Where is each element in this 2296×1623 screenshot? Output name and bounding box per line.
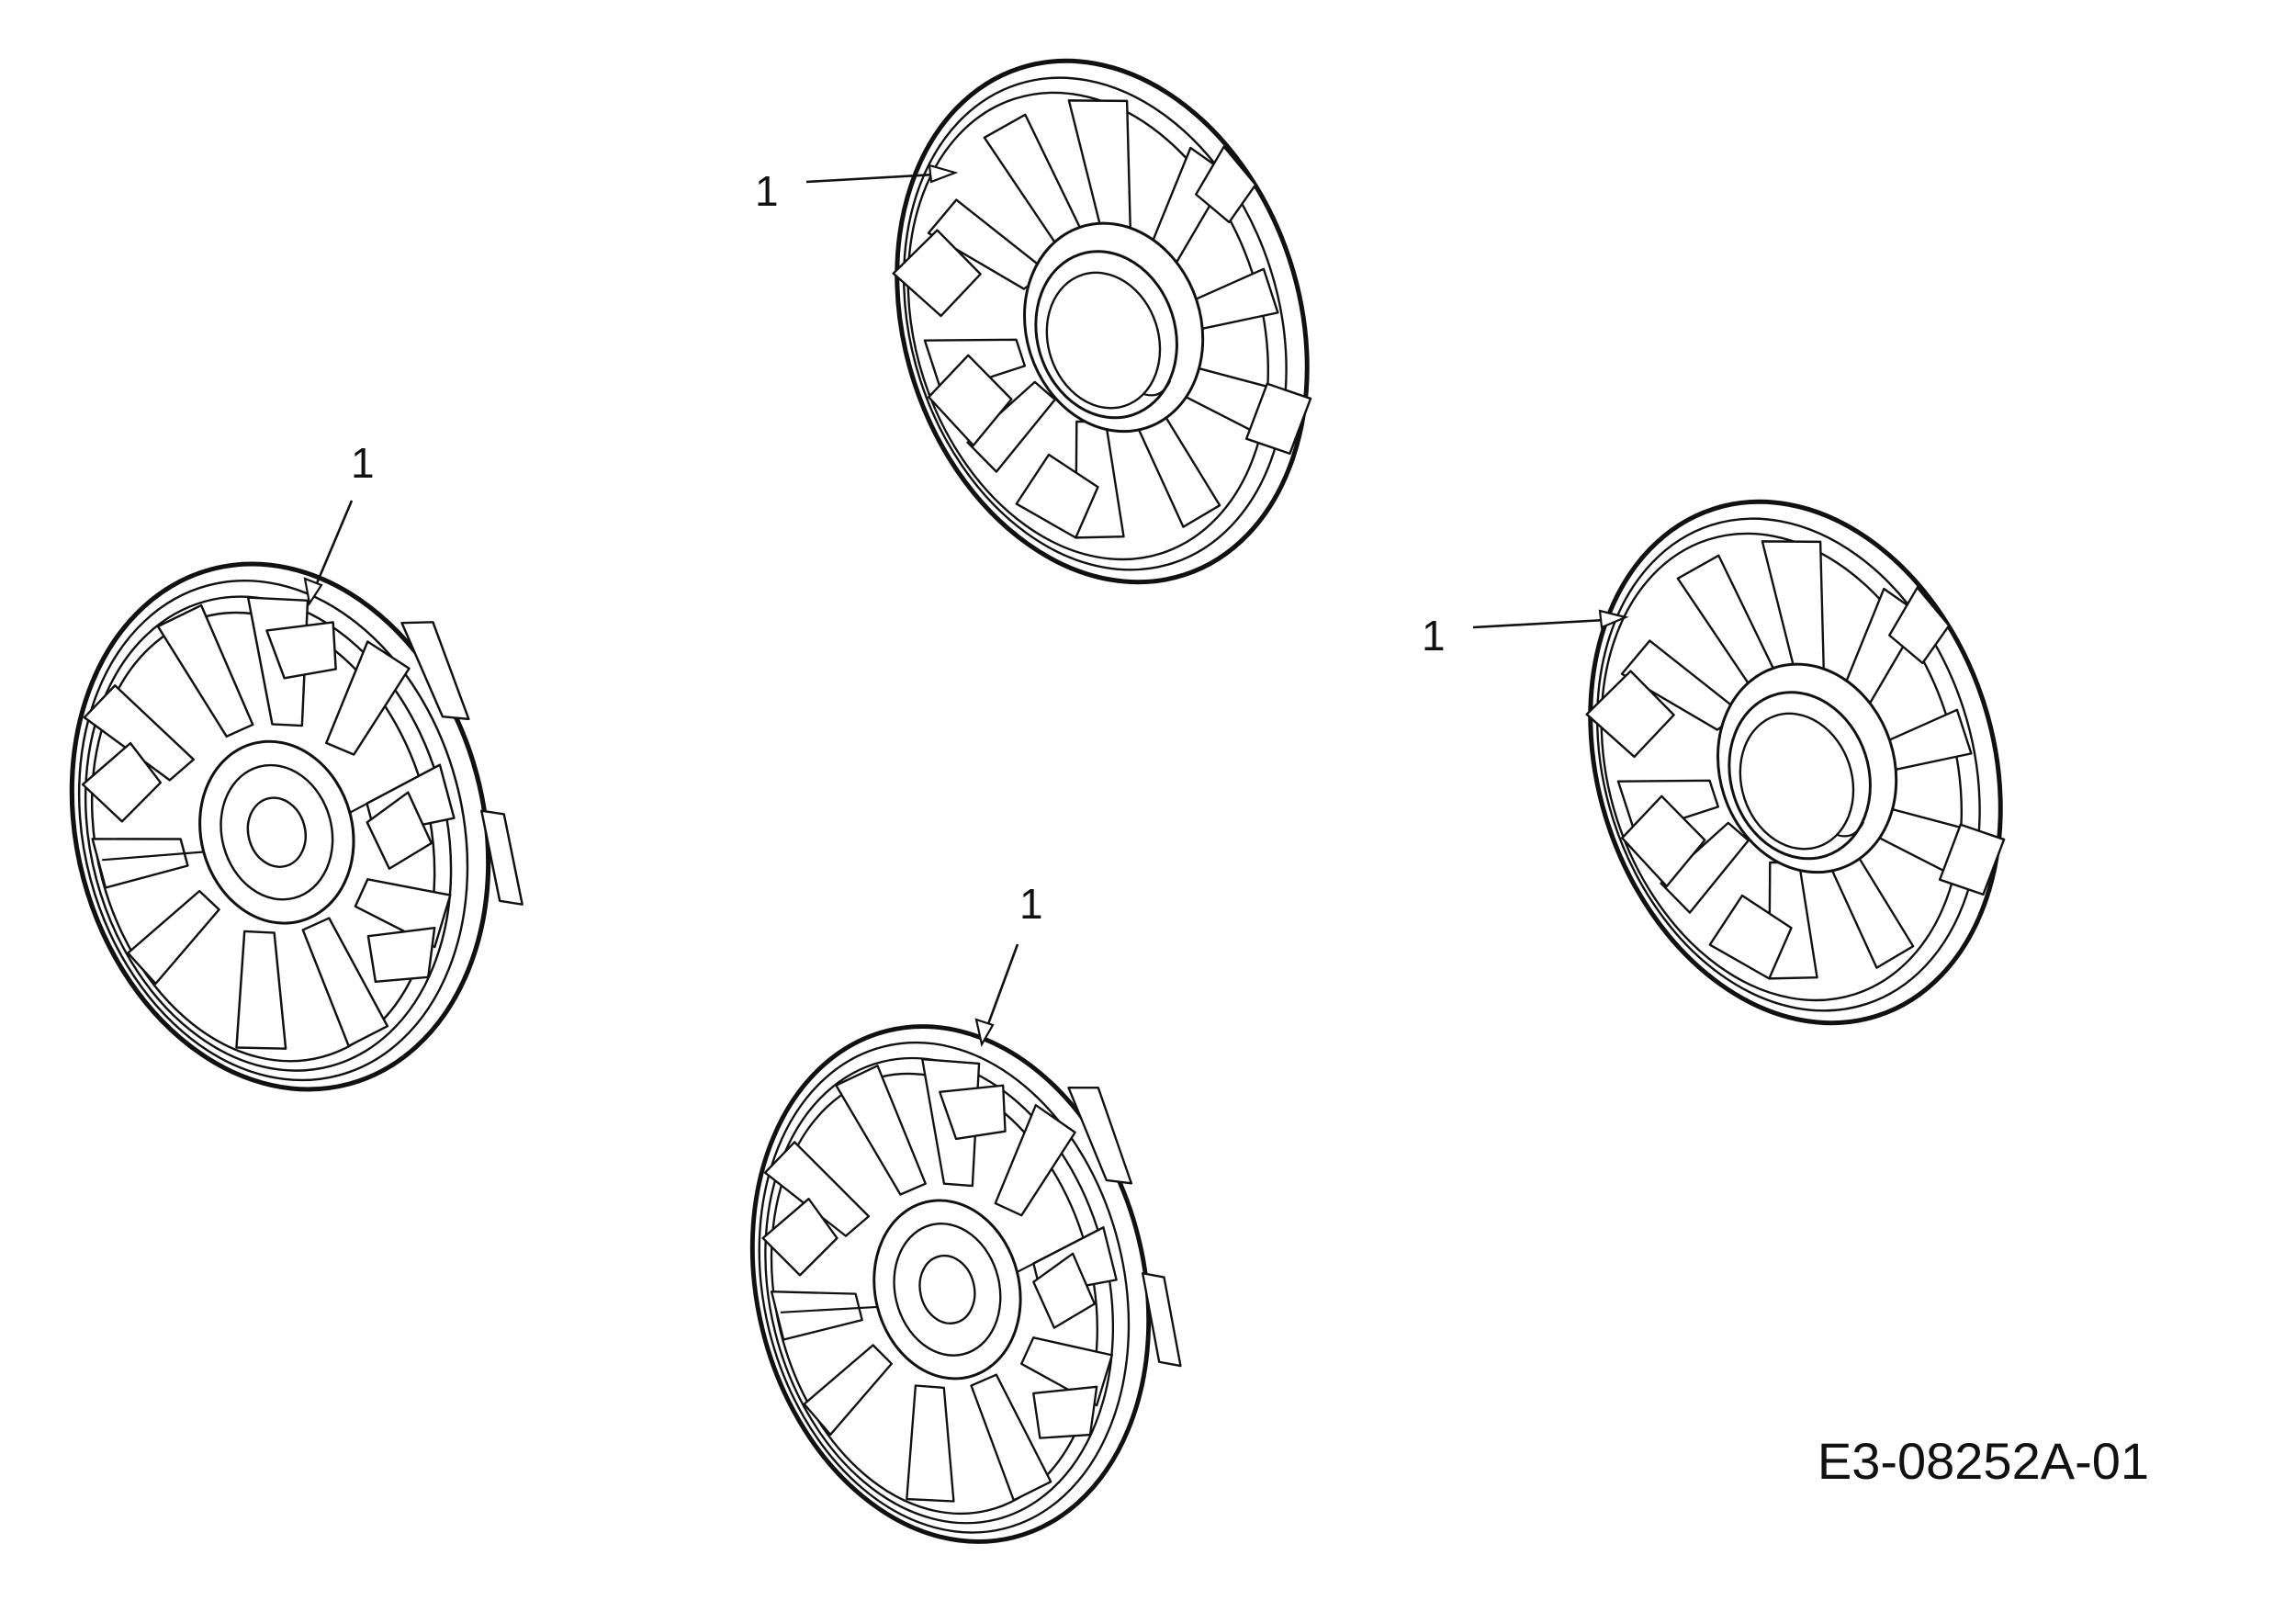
callout-label-left: 1 <box>351 439 375 487</box>
leader-bottom <box>974 943 1019 1048</box>
callout-label-bottom: 1 <box>1019 880 1043 928</box>
leader-top <box>805 163 959 184</box>
leader-left <box>303 500 354 606</box>
wheel-cap-left <box>15 513 561 1136</box>
leader-right <box>1472 609 1629 629</box>
wheel-cap-right <box>1525 448 2065 1076</box>
wheel-cap-top <box>832 7 1372 636</box>
wheel-cap-bottom <box>700 980 1217 1584</box>
callout-label-top: 1 <box>755 167 779 215</box>
callout-label-right: 1 <box>1422 612 1446 659</box>
drawing-id: E3-08252A-01 <box>1818 1432 2149 1490</box>
